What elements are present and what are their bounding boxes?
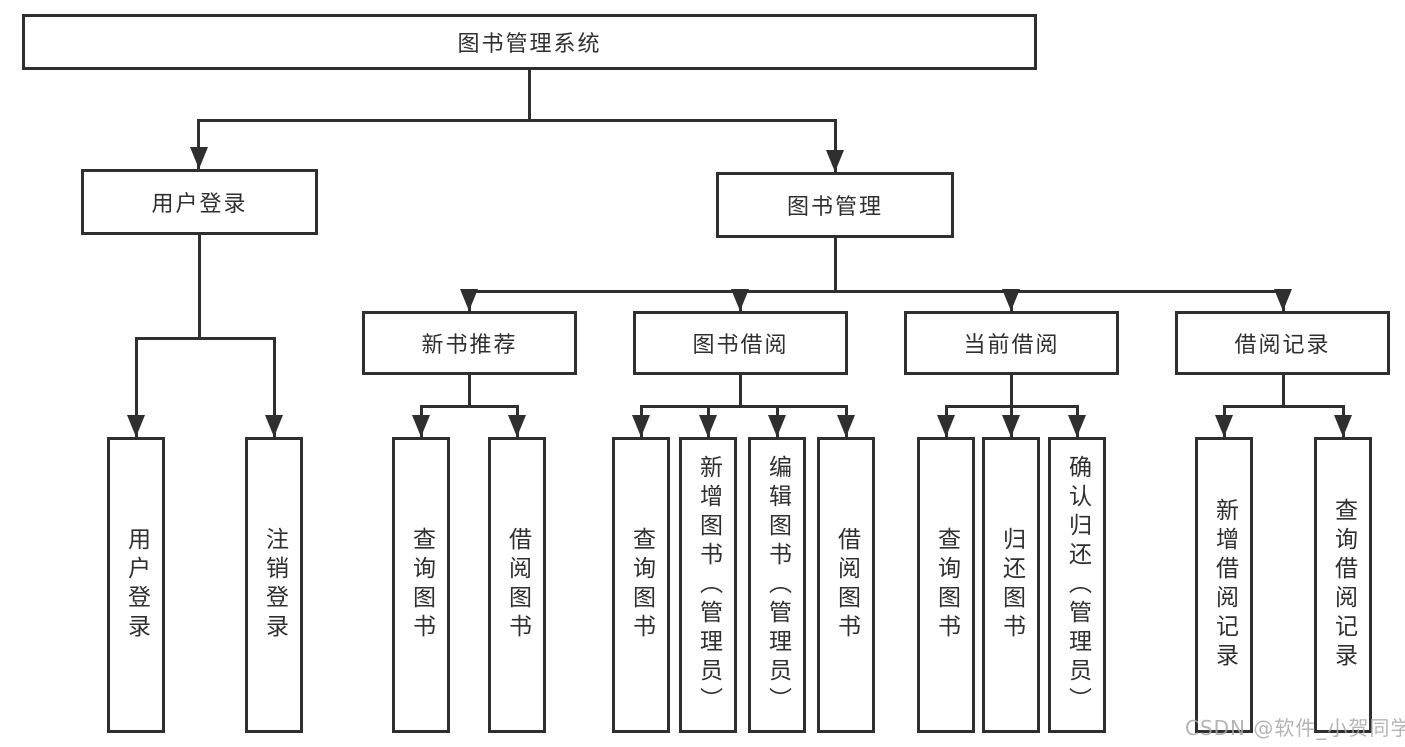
leaf-add-borrow-record: 新增借阅记录 [1195, 437, 1253, 733]
arrowhead-leaf-user-login [127, 415, 145, 437]
arrowhead-leaf-query-borrowing [632, 415, 650, 437]
connector-to-user-login [197, 119, 200, 169]
leaf-label: 查询图书 [628, 527, 655, 643]
leaf-label: 借阅图书 [833, 527, 860, 643]
leaf-label: 确认归还（管理员） [1064, 454, 1091, 716]
leaf-user-login: 用户登录 [107, 437, 165, 733]
arrowhead-leaf-query-current [937, 415, 955, 437]
leaf-borrow-books-recommend: 借阅图书 [488, 437, 546, 733]
connector-records-splitter [1223, 405, 1345, 408]
leaf-label: 编辑图书（管理员） [764, 454, 791, 716]
connector-to-book-management [834, 119, 837, 172]
node-new-book-recommendation: 新书推荐 [362, 311, 577, 375]
arrowhead-user-login [190, 147, 208, 169]
leaf-add-books-admin: 新增图书（管理员） [679, 437, 737, 733]
node-label: 图书管理 [786, 195, 883, 220]
arrowhead-leaf-confirm-return [1068, 415, 1086, 437]
node-book-borrowing: 图书借阅 [633, 311, 848, 375]
connector-book-management-stub [834, 238, 837, 290]
watermark: CSDN @软件_小贺同学 [1185, 716, 1405, 740]
arrowhead-borrowing-records [1274, 289, 1292, 311]
leaf-label: 用户登录 [123, 527, 150, 643]
leaf-query-borrow-record: 查询借阅记录 [1314, 437, 1372, 733]
arrowhead-current-borrowing [1002, 289, 1020, 311]
leaf-query-books-current: 查询图书 [917, 437, 975, 733]
leaf-label: 借阅图书 [504, 527, 531, 643]
node-label: 新书推荐 [421, 333, 518, 358]
node-borrowing-records: 借阅记录 [1175, 311, 1390, 375]
arrowhead-leaf-logout [265, 415, 283, 437]
connector-records-stub [1282, 375, 1285, 405]
connector-recommend-splitter [420, 405, 519, 408]
arrowhead-leaf-borrow-recommend [508, 415, 526, 437]
connector-to-leaf-user-login [135, 337, 138, 437]
leaf-confirm-return-admin: 确认归还（管理员） [1048, 437, 1106, 733]
connector-book-management-splitter [468, 290, 1284, 293]
leaf-label: 查询图书 [408, 527, 435, 643]
leaf-return-books: 归还图书 [982, 437, 1040, 733]
leaf-label: 查询借阅记录 [1330, 498, 1357, 672]
node-user-login: 用户登录 [81, 169, 318, 235]
arrowhead-leaf-borrow-books [837, 415, 855, 437]
node-label: 图书借阅 [692, 333, 789, 358]
node-label: 用户登录 [151, 192, 248, 217]
connector-user-login-stub [198, 235, 201, 337]
arrowhead-leaf-query-recommend [412, 415, 430, 437]
leaf-label: 查询图书 [933, 527, 960, 643]
leaf-query-books-borrow: 查询图书 [612, 437, 670, 733]
node-current-borrowing: 当前借阅 [904, 311, 1119, 375]
leaf-query-books-recommend: 查询图书 [392, 437, 450, 733]
leaf-logout: 注销登录 [245, 437, 303, 733]
connector-borrowing-splitter [640, 405, 848, 408]
arrowhead-leaf-query-record [1334, 415, 1352, 437]
leaf-edit-books-admin: 编辑图书（管理员） [748, 437, 806, 733]
connector-root-horizontal [197, 119, 837, 122]
arrowhead-leaf-edit-books [768, 415, 786, 437]
leaf-borrow-books: 借阅图书 [817, 437, 875, 733]
node-library-management-system: 图书管理系统 [22, 14, 1037, 70]
node-label: 当前借阅 [963, 333, 1060, 358]
arrowhead-leaf-return-books [1002, 415, 1020, 437]
leaf-label: 归还图书 [998, 527, 1025, 643]
connector-recommend-stub [468, 375, 471, 405]
leaf-label: 新增借阅记录 [1211, 498, 1238, 672]
connector-user-login-splitter [135, 337, 276, 340]
leaf-label: 新增图书（管理员） [695, 454, 722, 716]
leaf-label: 注销登录 [261, 527, 288, 643]
arrowhead-leaf-add-record [1215, 415, 1233, 437]
arrowhead-new-book-recommendation [460, 289, 478, 311]
arrowhead-leaf-add-books [699, 415, 717, 437]
node-label: 借阅记录 [1234, 333, 1331, 358]
connector-root-vertical [528, 70, 531, 119]
connector-to-leaf-logout [273, 337, 276, 437]
connector-borrowing-stub [739, 375, 742, 405]
node-label: 图书管理系统 [457, 32, 602, 57]
arrowhead-book-management [826, 150, 844, 172]
arrowhead-book-borrowing [731, 289, 749, 311]
connector-current-stub [1010, 375, 1013, 405]
node-book-management: 图书管理 [716, 172, 954, 238]
